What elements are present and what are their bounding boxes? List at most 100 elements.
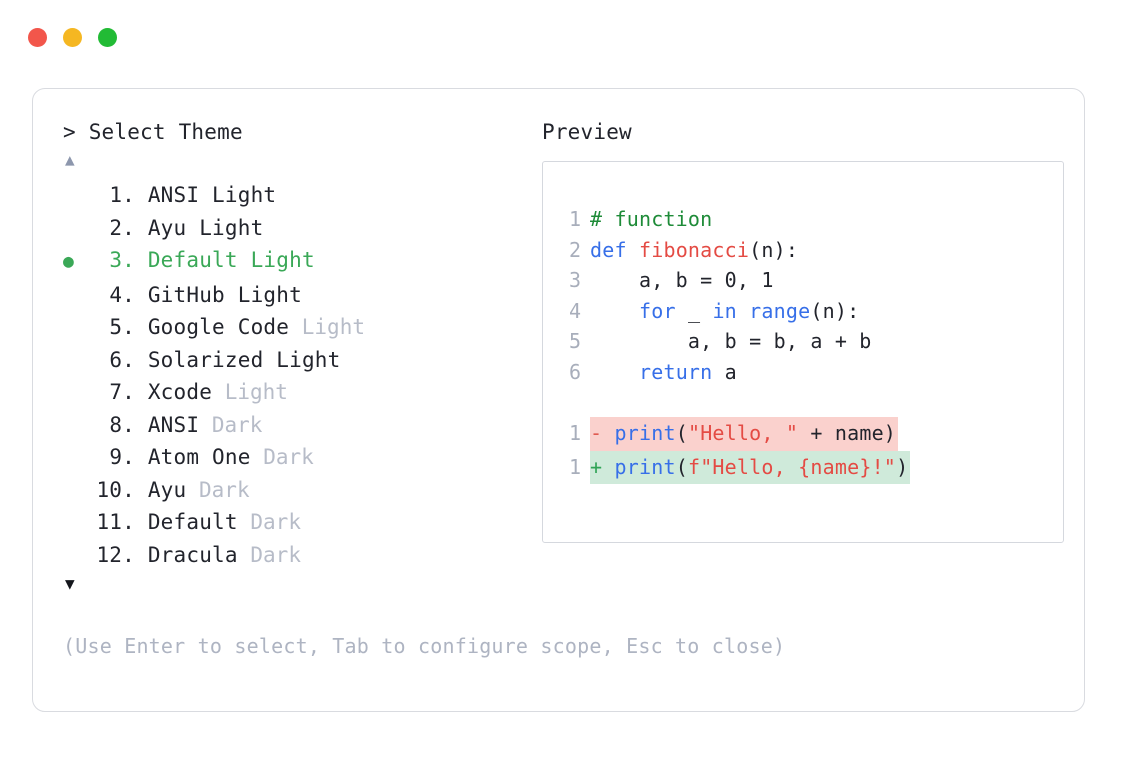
maximize-dot[interactable] xyxy=(98,28,117,47)
theme-item-index: 10. xyxy=(96,477,135,502)
theme-item-variant: Dark xyxy=(237,510,301,534)
theme-list-item[interactable]: 2. Ayu Light xyxy=(63,212,538,245)
code-token xyxy=(590,299,639,323)
code-token xyxy=(737,299,749,323)
theme-list-item[interactable]: 5. Google Code Light xyxy=(63,311,538,344)
theme-item-name: Xcode xyxy=(135,380,213,404)
theme-list-item[interactable]: 8. ANSI Dark xyxy=(63,409,538,442)
theme-item-index: 7. xyxy=(109,380,135,404)
code-spacer xyxy=(569,387,1063,417)
theme-item-variant: Dark xyxy=(186,477,250,502)
code-line: 3 a, b = 0, 1 xyxy=(569,265,1063,296)
code-token: _ xyxy=(675,298,713,323)
diff-line-removed: 1- print("Hello, " + name) xyxy=(569,417,1063,451)
diff-block: 1- print("Hello, " + name)1+ print(f"Hel… xyxy=(569,417,1063,484)
line-number: 6 xyxy=(569,359,582,384)
code-token: fibonacci xyxy=(638,237,750,262)
theme-list-item[interactable]: 6. Solarized Light xyxy=(63,344,538,377)
diff-token: ( xyxy=(675,421,688,445)
window-traffic-lights xyxy=(28,28,117,47)
code-token: (n): xyxy=(749,237,799,262)
line-number: 1 xyxy=(569,207,582,231)
diff-token: print xyxy=(614,421,676,445)
theme-item-index: 12. xyxy=(96,542,135,567)
theme-item-name: ANSI xyxy=(135,412,200,437)
diff-token: ( xyxy=(675,454,688,479)
theme-item-index: 4. xyxy=(109,282,135,307)
theme-item-variant: Dark xyxy=(237,542,301,567)
close-dot[interactable] xyxy=(28,28,47,47)
theme-list-item[interactable]: 12. Dracula Dark xyxy=(63,539,538,572)
theme-item-index: 5. xyxy=(109,315,135,339)
diff-token: "Hello, " xyxy=(687,421,799,445)
code-line: 5 a, b = b, a + b xyxy=(569,326,1063,357)
theme-item-index: 2. xyxy=(109,215,135,240)
theme-list-item[interactable]: 1. ANSI Light xyxy=(63,179,538,212)
line-number: 5 xyxy=(569,329,582,353)
theme-item-name: GitHub Light xyxy=(135,282,302,307)
theme-list-item[interactable]: 10. Ayu Dark xyxy=(63,474,538,507)
theme-item-index: 8. xyxy=(109,412,135,437)
diff-line-body: + print(f"Hello, {name}!") xyxy=(590,450,911,484)
code-token: for xyxy=(638,298,676,323)
theme-list-item[interactable]: 7. Xcode Light xyxy=(63,376,538,409)
theme-item-variant: Dark xyxy=(250,445,314,469)
theme-item-name: Ayu Light xyxy=(135,215,264,240)
theme-item-index: 9. xyxy=(109,445,135,469)
minimize-dot[interactable] xyxy=(63,28,82,47)
page-title: Select Theme xyxy=(88,120,243,144)
theme-list-item[interactable]: 11. Default Dark xyxy=(63,506,538,539)
prompt-line: > Select Theme xyxy=(63,117,538,147)
code-line: 4 for _ in range(n): xyxy=(569,296,1063,327)
keyboard-hint: (Use Enter to select, Tab to configure s… xyxy=(63,634,786,658)
diff-token: f"Hello, {name}!" xyxy=(687,454,897,479)
code-line: 6 return a xyxy=(569,357,1063,388)
diff-line-body: - print("Hello, " + name) xyxy=(590,417,899,451)
diff-sign: + xyxy=(590,454,615,479)
scroll-down-icon[interactable]: ▼ xyxy=(65,574,75,593)
preview-title: Preview xyxy=(542,120,632,144)
code-token: a, b = b, a + b xyxy=(590,329,872,353)
diff-sign: - xyxy=(590,421,615,445)
diff-token: ) xyxy=(896,454,909,479)
code-token: return xyxy=(638,359,713,384)
theme-item-variant: Light xyxy=(289,315,365,339)
theme-item-name: Dracula xyxy=(135,542,238,567)
theme-item-name: Solarized Light xyxy=(135,347,341,372)
theme-item-variant: Dark xyxy=(199,412,263,437)
theme-item-name: Atom One xyxy=(135,445,251,469)
diff-token: + name) xyxy=(798,421,897,445)
code-token: a, b = 0, 1 xyxy=(590,268,774,292)
line-number: 1 xyxy=(569,421,582,445)
diff-token: print xyxy=(614,454,676,479)
theme-list-item[interactable]: 4. GitHub Light xyxy=(63,279,538,312)
selected-bullet-icon: ● xyxy=(63,251,74,272)
theme-item-index: 1. xyxy=(109,183,135,207)
code-token: a xyxy=(712,359,737,384)
code-token: in xyxy=(712,298,737,323)
theme-item-index: 11. xyxy=(96,510,135,534)
theme-list-item[interactable]: ●3. Default Light xyxy=(63,244,538,279)
line-number: 1 xyxy=(569,454,582,479)
code-token xyxy=(590,360,639,384)
theme-item-name: Ayu xyxy=(135,477,187,502)
code-token: (n): xyxy=(810,298,860,323)
theme-list-item[interactable]: 9. Atom One Dark xyxy=(63,441,538,474)
theme-item-name: ANSI Light xyxy=(135,183,277,207)
code-token: range xyxy=(749,298,811,323)
code-token: def xyxy=(590,237,639,262)
theme-item-name: Default Light xyxy=(135,248,315,272)
prompt-caret-icon: > xyxy=(63,120,76,144)
code-line: 1 # function xyxy=(569,204,1063,235)
code-token: # function xyxy=(590,207,713,231)
theme-item-name: Google Code xyxy=(135,315,290,339)
theme-item-variant: Light xyxy=(212,380,288,404)
theme-item-name: Default xyxy=(135,510,238,534)
scroll-up-icon[interactable]: ▲ xyxy=(65,150,75,169)
diff-line-added: 1 + print(f"Hello, {name}!") xyxy=(569,450,1063,484)
